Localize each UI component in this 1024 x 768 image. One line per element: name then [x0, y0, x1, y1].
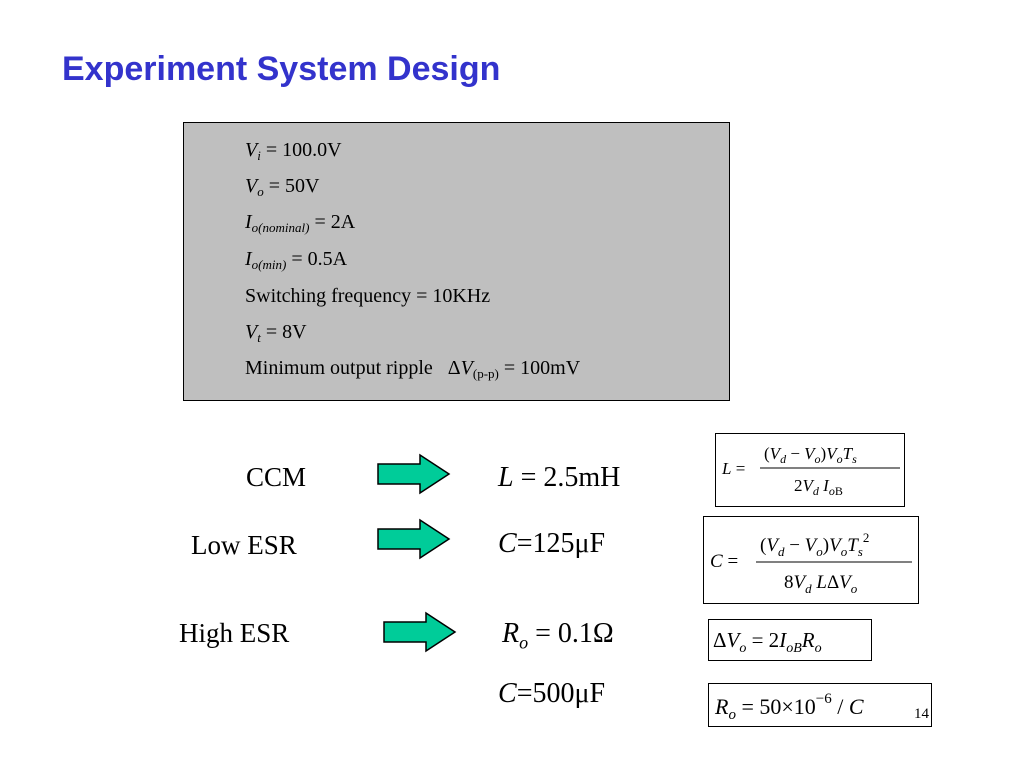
result-resistance: Ro = 0.1Ω — [502, 618, 614, 653]
svg-text:L =: L = — [721, 459, 745, 478]
arrow-low-esr-icon — [377, 518, 451, 560]
result-capacitance-125: C=125μF — [498, 528, 606, 559]
svg-text:C =: C = — [710, 551, 738, 572]
formula-esr: Ro = 50×10−6 / C — [708, 683, 932, 727]
spec-vt: Vt = 8V — [245, 321, 307, 345]
spec-switching-frequency: Switching frequency = 10KHz — [245, 285, 491, 307]
label-high-esr: High ESR — [179, 618, 290, 648]
specification-box: Vi = 100.0V Vo = 50V Io(nominal) = 2A Io… — [183, 122, 730, 401]
spec-ripple: Minimum output ripple ΔV(p-p) = 100mV — [245, 357, 581, 381]
result-capacitance-500: C=500μF — [498, 678, 606, 709]
svg-text:8Vd LΔVo: 8Vd LΔVo — [784, 572, 858, 596]
spec-vi: Vi = 100.0V — [245, 139, 342, 163]
spec-io-min: Io(min) = 0.5A — [245, 248, 348, 272]
spec-io-nominal: Io(nominal) = 2A — [245, 211, 356, 235]
spec-vo: Vo = 50V — [245, 175, 320, 199]
formula-capacitance: C = (Vd − Vo)VoTs2 8Vd LΔVo — [703, 516, 919, 604]
label-low-esr: Low ESR — [191, 530, 297, 560]
svg-text:2Vd IoB: 2Vd IoB — [794, 476, 843, 498]
arrow-high-esr-icon — [383, 611, 457, 653]
page-number: 14 — [914, 706, 929, 722]
result-inductance: L = 2.5mH — [498, 462, 621, 493]
svg-text:(Vd − Vo)VoTs: (Vd − Vo)VoTs — [764, 444, 857, 466]
svg-text:ΔVo = 2IoBRo: ΔVo = 2IoBRo — [713, 628, 822, 656]
arrow-ccm-icon — [377, 453, 451, 495]
formula-inductance: L = (Vd − Vo)VoTs 2Vd IoB — [715, 433, 905, 507]
formula-ripple-voltage: ΔVo = 2IoBRo — [708, 619, 872, 661]
slide-title: Experiment System Design — [62, 50, 501, 88]
label-ccm: CCM — [246, 462, 307, 492]
svg-text:(Vd − Vo)VoTs2: (Vd − Vo)VoTs2 — [760, 530, 869, 559]
svg-text:Ro = 50×10−6 / C: Ro = 50×10−6 / C — [714, 691, 864, 723]
